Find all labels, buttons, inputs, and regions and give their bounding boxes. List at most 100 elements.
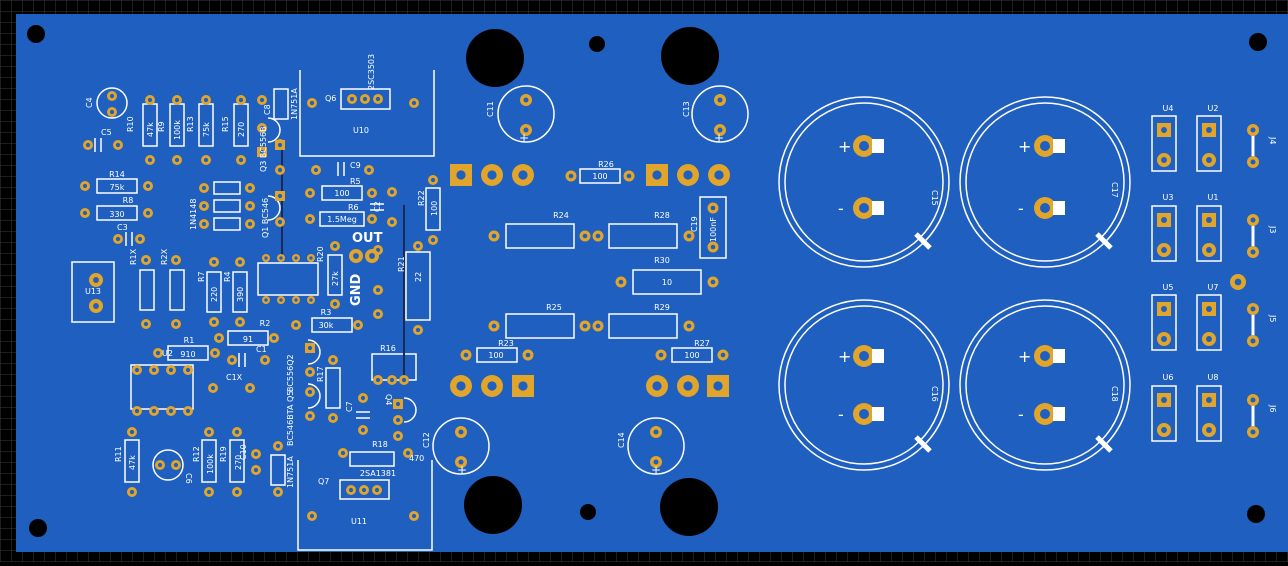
pad-hole (277, 193, 283, 199)
pad-hole (211, 259, 217, 265)
pad-hole (247, 385, 253, 391)
label-c8: C8 (263, 104, 272, 115)
pad-hole (307, 389, 313, 395)
pad-hole (155, 350, 161, 356)
pad-hole (491, 323, 497, 329)
pad-hole (389, 189, 395, 195)
label-r26-value: 100 (592, 172, 607, 181)
pad-hole (375, 96, 381, 102)
pad-hole (405, 450, 411, 456)
transistor-q6-outline (340, 88, 391, 110)
label-c18-plus: + (1018, 347, 1031, 366)
pad-hole (1206, 217, 1212, 223)
pad-hole (415, 243, 421, 249)
pad-hole (1161, 247, 1167, 253)
pad-hole (710, 279, 716, 285)
label-r28: R28 (654, 211, 670, 220)
pad-hole (115, 142, 121, 148)
pad-hole (340, 450, 346, 456)
pad-hole (1250, 397, 1256, 403)
pad-hole (271, 335, 277, 341)
pad-hole (201, 185, 207, 191)
label-c15: C15 (930, 190, 939, 206)
label-r3-value: 30k (319, 321, 334, 330)
pad-hole (713, 381, 723, 391)
resistor-r18-outline (349, 451, 395, 467)
pad-hole (247, 203, 253, 209)
label-gnd: GND (349, 273, 364, 306)
pad-tab (872, 201, 884, 215)
pad-hole (307, 190, 313, 196)
pad-hole (309, 100, 315, 106)
label-r3: R3 (321, 308, 332, 317)
label-r6: R6 (348, 203, 359, 212)
pad-hole (360, 395, 366, 401)
resistor-r21-outline (405, 251, 431, 321)
pad-hole (234, 489, 240, 495)
mount-hole (589, 36, 605, 52)
label-u6: U6 (1163, 373, 1174, 382)
pad-hole (185, 367, 191, 373)
label-u2: U2 (1208, 104, 1219, 113)
pads (80, 91, 1259, 521)
label-z1: 1N751A (290, 88, 299, 120)
label-c16: C16 (930, 386, 939, 402)
pad-hole (206, 429, 212, 435)
label-q3: Q3 BC556B (259, 126, 268, 172)
pad-hole (143, 321, 149, 327)
label-c13-plus: + (714, 131, 724, 145)
capacitor-c16-outline (778, 299, 950, 471)
pad-hole (262, 357, 268, 363)
label-c12: C12 (422, 432, 431, 448)
pad-hole (686, 323, 692, 329)
label-r18-value: 470 (409, 454, 424, 463)
capacitor-c15-outline (778, 96, 950, 268)
pad-hole (415, 327, 421, 333)
pad-hole (203, 97, 209, 103)
pad-hole (360, 427, 366, 433)
heatsink-u10-outline (299, 70, 435, 157)
pad-hole (1161, 427, 1167, 433)
label-r2x: R2X (160, 248, 169, 265)
label-c18: C18 (1110, 386, 1119, 402)
pad-hole (1250, 429, 1256, 435)
pad-hole (859, 203, 869, 213)
pad-hole (1040, 203, 1050, 213)
pad-hole (212, 350, 218, 356)
resistor-r24-outline (505, 223, 575, 249)
label-q6: Q6 (325, 94, 336, 103)
pad-hole (626, 173, 632, 179)
capacitor-c14-outline (627, 417, 685, 475)
label-c11-plus: + (519, 131, 529, 145)
pad-hole (487, 170, 497, 180)
label-r20-value: 27k (331, 271, 340, 286)
pad-hole (168, 408, 174, 414)
pad-hole (206, 489, 212, 495)
pad-hole (237, 319, 243, 325)
pad-hole (309, 298, 313, 302)
pad-hole (174, 97, 180, 103)
pad-hole (134, 367, 140, 373)
mount-hole (580, 504, 596, 520)
pad-hole (1161, 157, 1167, 163)
pad-hole (1161, 127, 1167, 133)
pad-hole (82, 210, 88, 216)
pad-tab (872, 139, 884, 153)
mount-hole (29, 519, 47, 537)
label-r25: R25 (546, 303, 562, 312)
silkscreen-labels: R10 47k R9 100k R13 75k R15 270 C8 1N751… (85, 54, 1277, 526)
label-r15: R15 (221, 116, 230, 132)
pad-hole (1040, 409, 1050, 419)
resistor-r29-outline (608, 313, 678, 339)
label-c2: C2 (373, 201, 382, 212)
pad-hole (458, 429, 464, 435)
label-r2: R2 (260, 319, 271, 328)
heatsink-hole (466, 29, 524, 87)
cap-marker (1095, 435, 1113, 453)
pad-hole (277, 219, 283, 225)
connector-u4-outline (1151, 115, 1177, 172)
resistor-r27-outline (671, 347, 713, 363)
label-c6: C6 (184, 473, 193, 484)
